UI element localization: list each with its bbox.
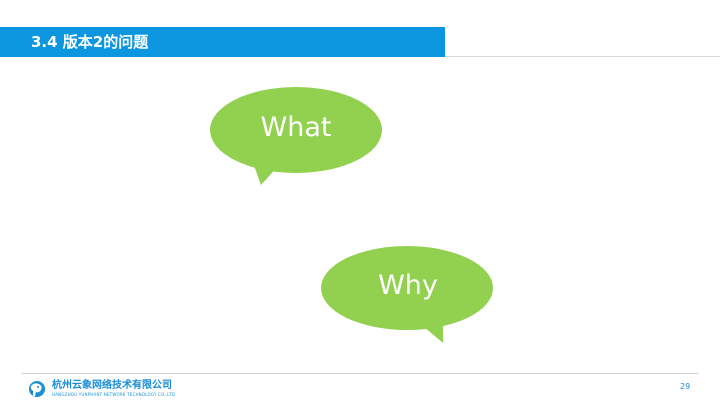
speech-bubble-why: Why xyxy=(320,246,496,346)
title-bar xyxy=(0,27,445,57)
footer-divider xyxy=(22,373,698,374)
title-divider xyxy=(445,56,720,57)
bubble-label-why: Why xyxy=(378,270,438,301)
company-name-english: HANGZHOU YUNPHANT NETWORK TECHNOLOGY CO.… xyxy=(52,392,175,397)
speech-bubble-what: What xyxy=(208,86,384,188)
bubble-label-what: What xyxy=(260,112,332,143)
company-name: 杭州云象网络技术有限公司 xyxy=(52,380,172,391)
slide-title: 3.4 版本2的问题 xyxy=(31,33,149,51)
speech-bubble-shape xyxy=(321,246,493,343)
speech-bubble-shape xyxy=(210,87,382,185)
yunphant-elephant-logo-icon xyxy=(26,380,48,398)
page-number: 29 xyxy=(680,382,691,391)
